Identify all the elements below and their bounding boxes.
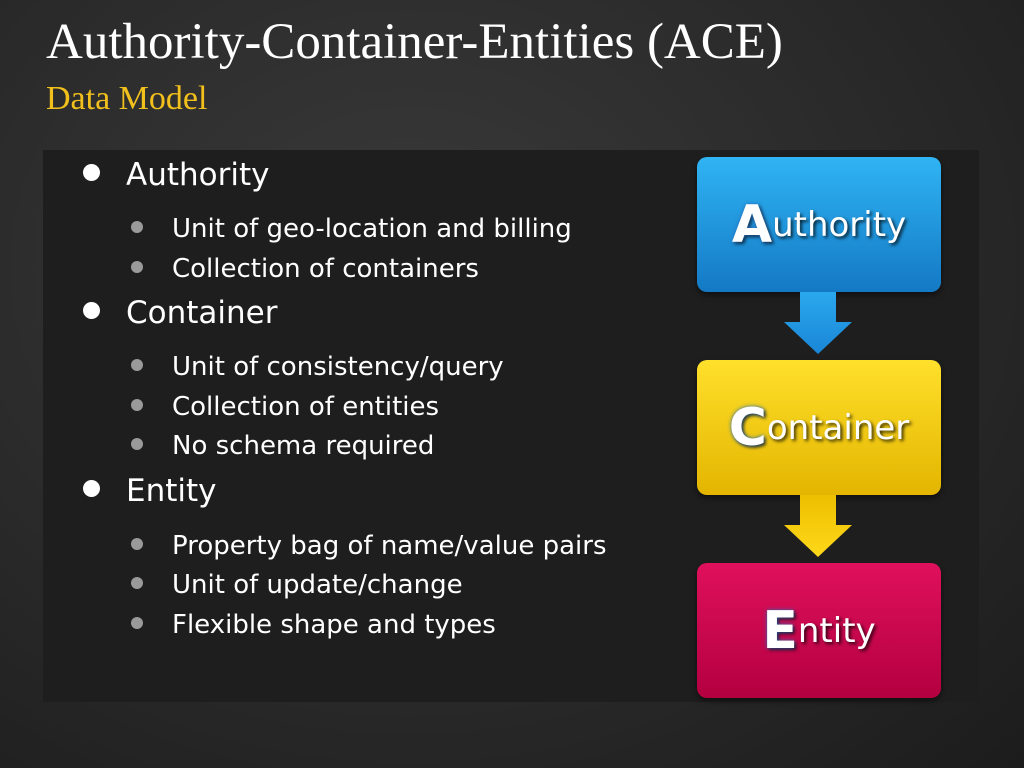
down-arrow-icon [784, 292, 852, 354]
container-rest: ontainer [766, 407, 910, 448]
entity-initial: E [762, 600, 798, 661]
down-arrow-icon [784, 495, 852, 557]
bullet-entity: Entity [83, 476, 217, 507]
sub-bullet-text: Property bag of name/value pairs [172, 531, 607, 561]
sub-bullet: Unit of geo-location and billing [131, 216, 572, 242]
bullet-dot-icon [83, 164, 100, 181]
sub-bullet: Unit of consistency/query [131, 354, 504, 380]
bullet-entity-label: Entity [126, 473, 217, 509]
sub-bullet: Collection of containers [131, 256, 479, 282]
sub-bullet-text: Collection of containers [172, 254, 479, 284]
entity-rest: ntity [797, 610, 876, 651]
slide-subtitle: Data Model [46, 80, 208, 117]
sub-bullet-dot-icon [131, 438, 143, 450]
container-initial: C [728, 397, 767, 458]
sub-bullet-text: Collection of entities [172, 392, 440, 422]
bullet-dot-icon [83, 480, 100, 497]
sub-bullet-dot-icon [131, 538, 143, 550]
bullet-container: Container [83, 298, 278, 329]
sub-bullet-text: Unit of geo-location and billing [172, 214, 572, 244]
slide-title: Authority-Container-Entities (ACE) [46, 14, 783, 70]
bullet-dot-icon [83, 302, 100, 319]
sub-bullet-text: No schema required [172, 431, 435, 461]
authority-initial: A [731, 194, 773, 255]
sub-bullet-dot-icon [131, 617, 143, 629]
sub-bullet-dot-icon [131, 359, 143, 371]
sub-bullet-text: Unit of update/change [172, 570, 463, 600]
sub-bullet-dot-icon [131, 577, 143, 589]
sub-bullet: Flexible shape and types [131, 612, 496, 638]
authority-rest: uthority [772, 204, 907, 245]
sub-bullet: No schema required [131, 433, 434, 459]
sub-bullet-text: Flexible shape and types [172, 610, 496, 640]
sub-bullet: Unit of update/change [131, 572, 463, 598]
bullet-container-label: Container [126, 295, 278, 331]
sub-bullet-dot-icon [131, 221, 143, 233]
sub-bullet: Collection of entities [131, 394, 439, 420]
sub-bullet-text: Unit of consistency/query [172, 352, 504, 382]
bullet-authority: Authority [83, 160, 269, 191]
sub-bullet-dot-icon [131, 261, 143, 273]
sub-bullet: Property bag of name/value pairs [131, 533, 606, 559]
bullet-authority-label: Authority [126, 157, 270, 193]
sub-bullet-dot-icon [131, 399, 143, 411]
